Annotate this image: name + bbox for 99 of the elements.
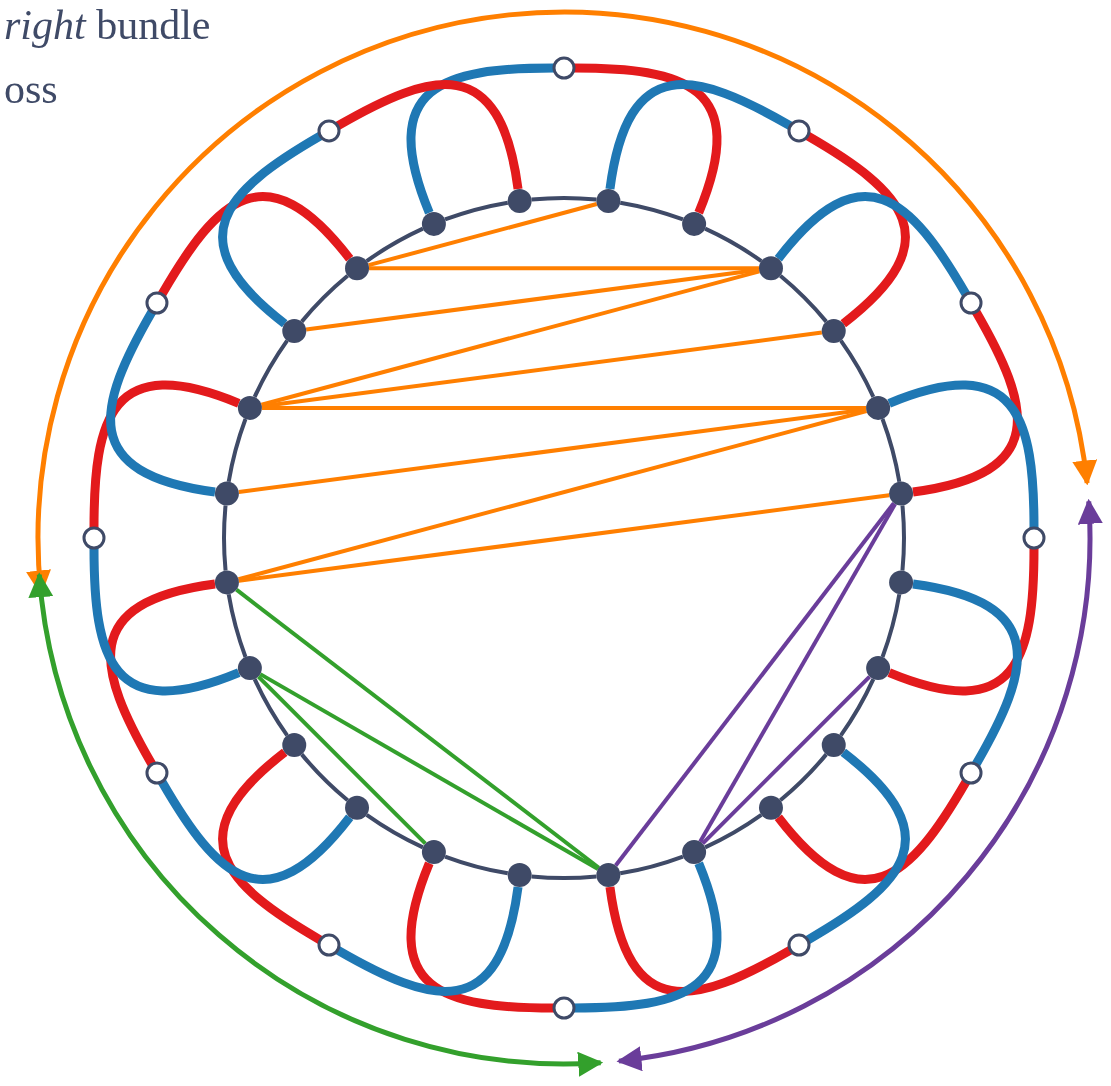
- vertex-dot: [682, 211, 707, 236]
- open-vertex-dot: [1022, 526, 1046, 550]
- vertex-dot: [866, 656, 891, 681]
- circle-arc: [226, 418, 248, 483]
- chord-line: [701, 675, 872, 846]
- vertex-dot: [759, 256, 783, 281]
- circle-arc: [444, 854, 509, 876]
- vertex-dot: [596, 863, 621, 888]
- vertex-dot: [214, 570, 239, 595]
- circle-arc: [779, 274, 828, 323]
- open-vertex-dot: [145, 761, 169, 785]
- vertex-dot: [237, 395, 262, 420]
- loop-curve: [106, 309, 216, 497]
- chord-line: [260, 269, 760, 407]
- loop-curve: [158, 192, 354, 297]
- circle-arc: [300, 753, 349, 802]
- chord-line: [259, 672, 599, 871]
- open-vertex-dot: [787, 119, 811, 143]
- vertex-dot: [866, 395, 891, 420]
- vertex-dot: [682, 840, 707, 865]
- chord-line: [305, 267, 760, 332]
- circle-arc: [704, 813, 763, 850]
- vertex-dot: [889, 481, 914, 506]
- chord-line: [698, 503, 897, 843]
- open-vertex-dot: [145, 291, 169, 315]
- loop-curve: [605, 886, 793, 996]
- loop-curve: [887, 547, 1039, 696]
- vertex-dot: [421, 211, 446, 236]
- vertex-dot: [345, 256, 369, 281]
- vertex-dot: [821, 319, 846, 343]
- loop-curve: [89, 380, 241, 529]
- loop-curve: [406, 861, 555, 1013]
- chord-line: [238, 409, 868, 582]
- caption-text: right bundle: [4, 4, 211, 46]
- vertex-dot: [507, 188, 532, 213]
- circle-arc: [444, 200, 509, 222]
- caption-text: oss: [4, 68, 58, 110]
- loop-curve: [106, 579, 216, 767]
- chord-line: [261, 405, 867, 410]
- circle-arc: [365, 226, 424, 263]
- loop-curve: [805, 748, 910, 944]
- open-vertex-dot: [317, 119, 341, 143]
- vertex-dot: [596, 188, 621, 213]
- loop-curve: [335, 886, 523, 996]
- loop-curve: [774, 192, 970, 297]
- circle-arc: [880, 593, 902, 658]
- circle-arc: [619, 200, 684, 222]
- vertex-dot: [421, 840, 446, 865]
- circle-arc: [252, 339, 289, 398]
- vertex-dot: [759, 795, 783, 820]
- chord-line: [235, 588, 601, 870]
- circle-arc: [900, 505, 906, 571]
- chord-line: [256, 675, 427, 846]
- loop-curve: [218, 132, 323, 328]
- loop-curve: [573, 63, 722, 215]
- chord-line: [614, 501, 896, 867]
- circle-arc: [531, 196, 597, 202]
- circle-arc: [839, 339, 876, 398]
- loop-curve: [218, 748, 323, 944]
- loop-curve: [573, 861, 722, 1013]
- loop-curve: [805, 132, 910, 328]
- circle-arc: [222, 505, 228, 571]
- loop-curve: [406, 63, 555, 215]
- circle-arc: [531, 874, 597, 880]
- circle-arc: [300, 274, 349, 323]
- vertex-dot: [889, 570, 914, 595]
- open-vertex-dot: [959, 291, 983, 315]
- open-vertex-dot: [959, 761, 983, 785]
- loop-curve: [89, 547, 241, 696]
- open-vertex-dot: [552, 56, 576, 80]
- loop-curve: [774, 779, 970, 884]
- circle-arc: [880, 418, 902, 483]
- circle-arc: [779, 753, 828, 802]
- loop-curve: [887, 380, 1039, 529]
- circle-arc: [365, 813, 424, 850]
- vertex-dot: [237, 656, 262, 681]
- vertex-dot: [507, 863, 532, 888]
- circle-arc: [252, 678, 289, 737]
- chord-line: [238, 493, 890, 583]
- open-vertex-dot: [787, 933, 811, 957]
- vertex-dot: [214, 481, 239, 506]
- loop-curve: [912, 579, 1022, 767]
- loop-curve: [335, 80, 523, 190]
- circle-arc: [704, 226, 763, 263]
- circle-arc: [226, 593, 248, 658]
- circle-arc: [839, 678, 876, 737]
- open-vertex-dot: [317, 933, 341, 957]
- loop-curve: [912, 309, 1022, 497]
- loop-curve: [605, 80, 793, 190]
- chord-line: [369, 266, 759, 271]
- vertex-dot: [345, 795, 369, 820]
- open-vertex-dot: [82, 526, 106, 550]
- vertex-dot: [821, 733, 846, 757]
- chord-line: [368, 202, 598, 268]
- open-vertex-dot: [552, 996, 576, 1020]
- circle-arc: [619, 854, 684, 876]
- loop-curve: [158, 779, 354, 884]
- vertex-dot: [282, 733, 307, 757]
- vertex-dot: [282, 319, 307, 343]
